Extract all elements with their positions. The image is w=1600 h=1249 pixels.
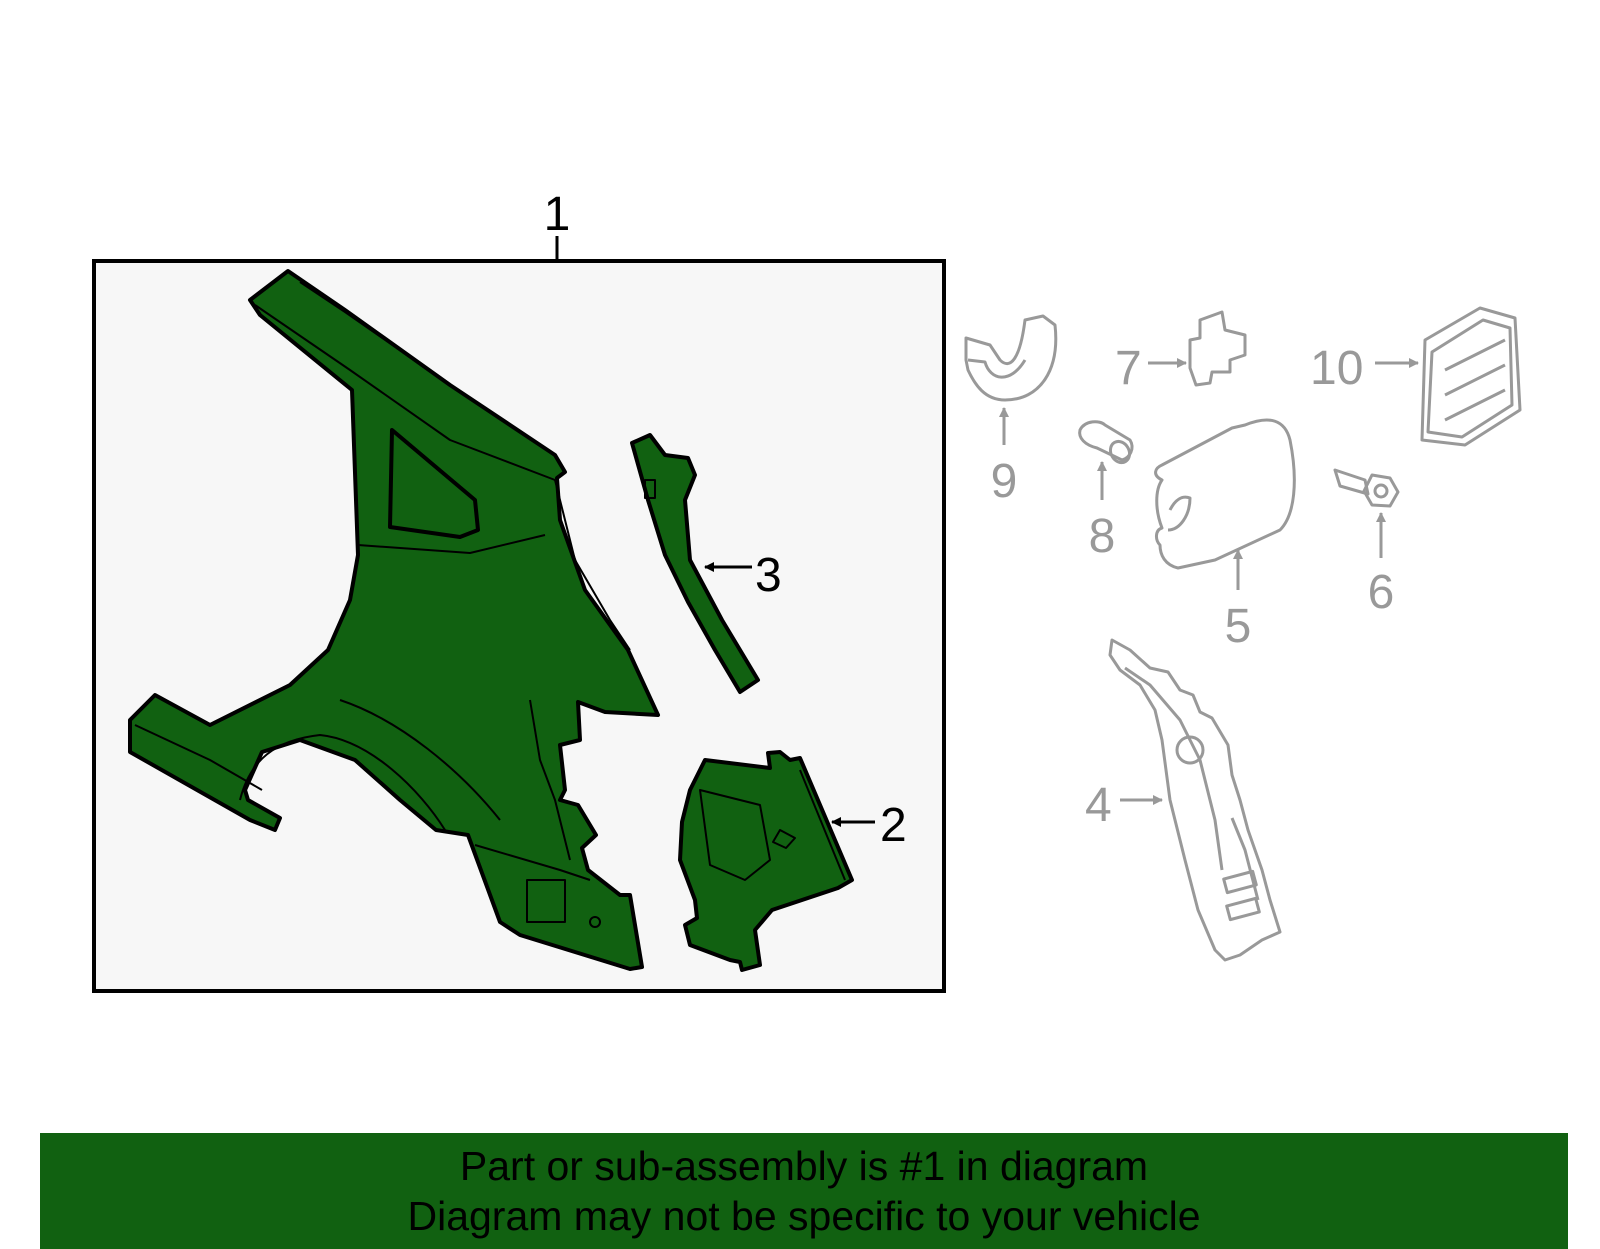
part-7-clip[interactable] — [1188, 310, 1247, 387]
banner-line-1: Part or sub-assembly is #1 in diagram — [459, 1143, 1149, 1189]
callout-6[interactable]: 6 — [1368, 566, 1395, 619]
callout-2[interactable]: 2 — [880, 799, 907, 852]
callout-9[interactable]: 9 — [991, 455, 1018, 508]
callout-5[interactable]: 5 — [1225, 600, 1252, 653]
callout-3[interactable]: 3 — [755, 549, 782, 602]
part-4-inner-panel[interactable] — [1108, 638, 1282, 962]
callout-10[interactable]: 10 — [1310, 342, 1363, 395]
part-8-bushing[interactable] — [1078, 420, 1134, 466]
part-5-fuel-door[interactable] — [1154, 418, 1296, 570]
part-2-bracket[interactable] — [678, 750, 854, 972]
info-banner: Part or sub-assembly is #1 in diagram Di… — [40, 1133, 1568, 1249]
callout-1[interactable]: 1 — [544, 188, 571, 241]
part-10-bracket[interactable] — [1420, 306, 1522, 447]
part-1-quarter-panel[interactable] — [128, 269, 660, 971]
banner-line-2: Diagram may not be specific to your vehi… — [407, 1193, 1201, 1239]
callout-8[interactable]: 8 — [1089, 510, 1116, 563]
part-6-bolt[interactable] — [1333, 468, 1400, 508]
part-9-clip[interactable] — [964, 314, 1058, 402]
callout-4[interactable]: 4 — [1085, 779, 1112, 832]
part-3-reinforcement[interactable] — [630, 433, 760, 694]
callout-7[interactable]: 7 — [1115, 342, 1142, 395]
